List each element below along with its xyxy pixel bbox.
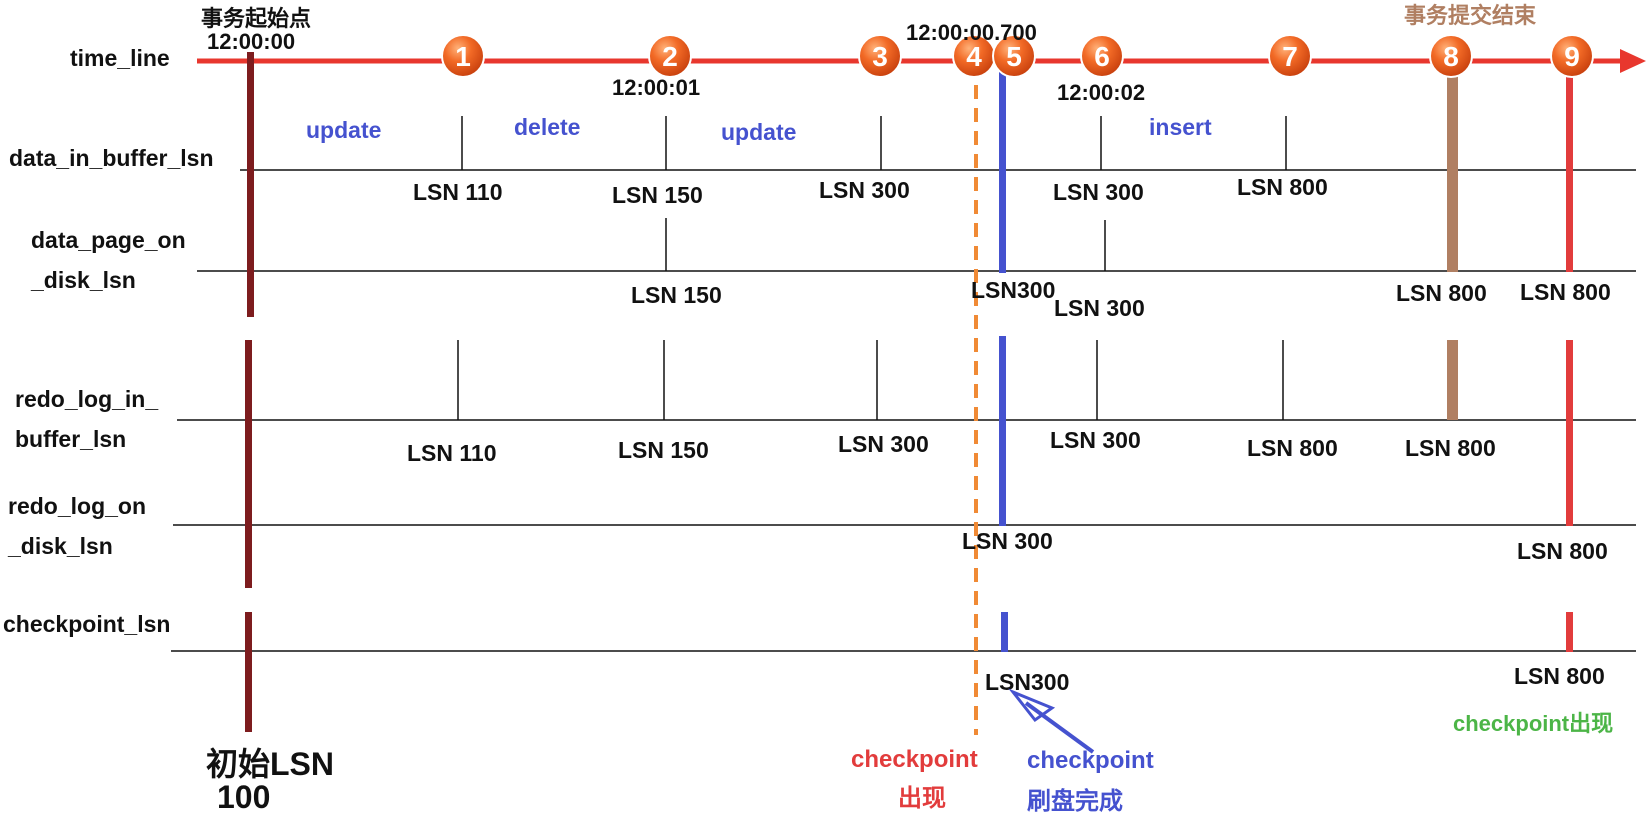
commit-bar-top	[1447, 62, 1458, 272]
start-bar-bottom	[245, 612, 252, 732]
svg-text:1: 1	[455, 41, 471, 72]
rlib-lsn-6: LSN 300	[1050, 427, 1141, 453]
checkpoint-flush-sublabel: 刷盘完成	[1027, 787, 1123, 815]
op-update-1: update	[306, 117, 381, 143]
start-time: 12:00:00	[207, 29, 295, 54]
svg-text:7: 7	[1282, 41, 1298, 72]
svg-text:4: 4	[966, 41, 982, 72]
marker-3: 3	[858, 34, 902, 78]
op-update-2: update	[721, 119, 796, 145]
time-label-2: 12:00:01	[612, 75, 700, 100]
marker-2: 2	[648, 34, 692, 78]
row-label-redo-log-in-1: redo_log_in_	[15, 386, 158, 412]
start-bar-mid	[245, 340, 252, 588]
svg-text:5: 5	[1006, 41, 1022, 72]
end-bar-top	[1566, 62, 1573, 272]
row-label-redo-log-on-1: redo_log_on	[8, 493, 146, 519]
marker-6: 6	[1080, 34, 1124, 78]
marker-1: 1	[441, 34, 485, 78]
dib-lsn-7: LSN 800	[1237, 174, 1328, 200]
rlib-lsn-8: LSN 800	[1405, 435, 1496, 461]
flush-bar-bottom	[1001, 612, 1008, 652]
op-delete: delete	[514, 114, 580, 140]
flush-bar-top	[999, 62, 1006, 273]
commit-bar-mid	[1447, 340, 1458, 420]
commit-title: 事务提交结束	[1404, 3, 1537, 28]
rlod-lsn-5: LSN 300	[962, 528, 1053, 554]
row-label-data-in-buffer: data_in_buffer_lsn	[9, 145, 214, 171]
checkpoint-appear-label: checkpoint	[851, 746, 978, 773]
rlib-lsn-2: LSN 150	[618, 437, 709, 463]
flush-bar-mid	[999, 336, 1006, 526]
cp-lsn-9: LSN 800	[1514, 663, 1605, 689]
dpod-lsn-8: LSN 800	[1396, 280, 1487, 306]
marker-9: 9	[1550, 34, 1594, 78]
op-insert: insert	[1149, 114, 1212, 140]
svg-text:9: 9	[1564, 41, 1580, 72]
end-bar-mid	[1566, 340, 1573, 526]
checkpoint-appear-sublabel: 出现	[898, 785, 946, 812]
row-label-checkpoint: checkpoint_lsn	[3, 611, 170, 637]
dpod-lsn-6: LSN 300	[1054, 295, 1145, 321]
svg-text:8: 8	[1443, 41, 1459, 72]
time-label-4: 12:00:00.700	[906, 20, 1037, 45]
rlib-lsn-7: LSN 800	[1247, 435, 1338, 461]
flush-pointer-arrow	[1008, 688, 1095, 754]
svg-text:3: 3	[872, 41, 888, 72]
marker-5: 5	[992, 34, 1036, 78]
dpod-lsn-9: LSN 800	[1520, 279, 1611, 305]
svg-text:2: 2	[662, 41, 678, 72]
rlib-lsn-3: LSN 300	[838, 431, 929, 457]
start-title: 事务起始点	[201, 6, 311, 31]
timeline-arrowhead	[1620, 49, 1646, 73]
time-label-6: 12:00:02	[1057, 80, 1145, 105]
dib-lsn-2: LSN 150	[612, 182, 703, 208]
tick-marks	[457, 116, 1287, 420]
dpod-lsn-2: LSN 150	[631, 282, 722, 308]
dib-lsn-1: LSN 110	[413, 179, 503, 205]
row-label-data-page-on-1: data_page_on	[31, 227, 186, 253]
initial-lsn-label: 初始LSN	[206, 746, 334, 782]
marker-7: 7	[1268, 34, 1312, 78]
checkpoint-appear-green-label: checkpoint出现	[1453, 711, 1613, 736]
initial-lsn-value: 100	[217, 779, 270, 815]
rlod-lsn-9: LSN 800	[1517, 538, 1608, 564]
row-label-time-line: time_line	[70, 45, 170, 71]
row-label-data-page-on-2: _disk_lsn	[30, 267, 136, 293]
rlib-lsn-1: LSN 110	[407, 440, 497, 466]
row-label-redo-log-in-2: buffer_lsn	[15, 426, 126, 452]
svg-text:6: 6	[1094, 41, 1110, 72]
dib-lsn-3: LSN 300	[819, 177, 910, 203]
marker-8: 8	[1429, 34, 1473, 78]
end-bar-bottom	[1566, 612, 1573, 652]
dpod-lsn-5: LSN300	[971, 277, 1055, 303]
row-label-redo-log-on-2: _disk_lsn	[7, 533, 113, 559]
start-bar-top	[247, 52, 254, 317]
dib-lsn-6: LSN 300	[1053, 179, 1144, 205]
cp-lsn-5: LSN300	[985, 669, 1069, 695]
